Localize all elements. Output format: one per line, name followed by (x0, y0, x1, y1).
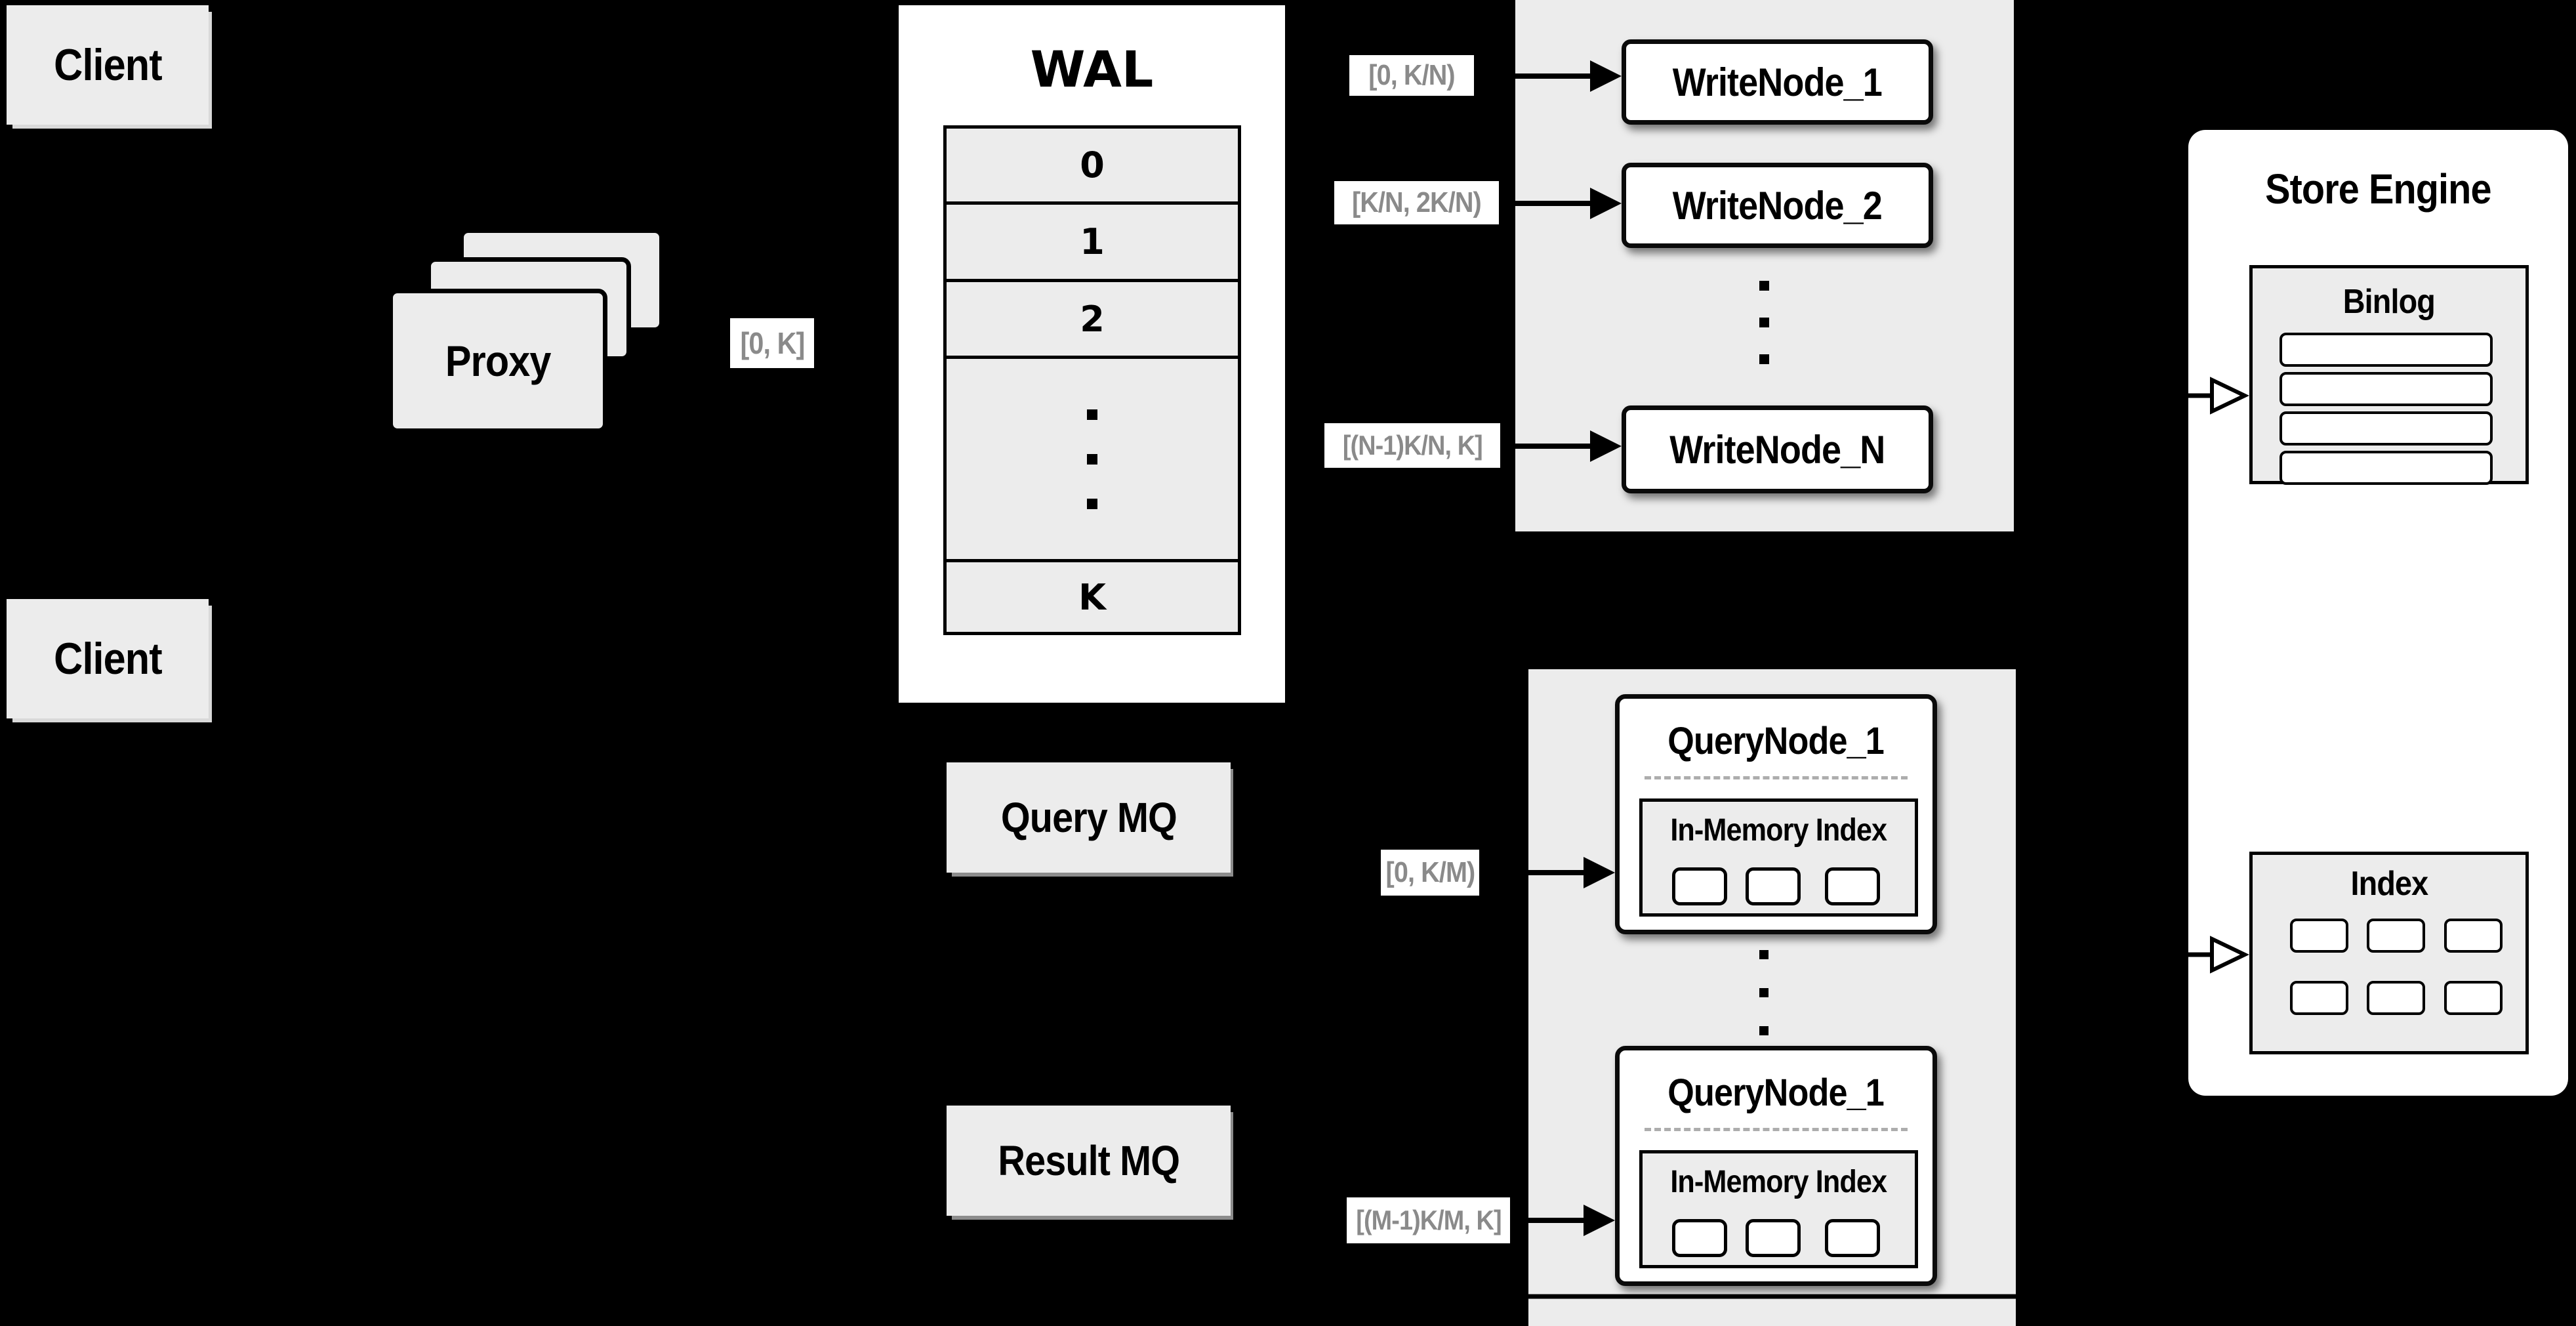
client-box-bottom: Client (7, 599, 209, 718)
ellipsis-dot (1759, 1026, 1768, 1035)
proxy-box: Proxy (388, 289, 607, 433)
proxy-label: Proxy (445, 337, 551, 385)
index-segment (1746, 1219, 1801, 1257)
wal-row-2: 2 (947, 279, 1238, 356)
store-engine-title: Store Engine (2265, 165, 2491, 213)
binlog-rows (2280, 333, 2493, 485)
binlog-segment (2280, 333, 2493, 367)
index-segment (2290, 919, 2348, 953)
ellipsis-dot (1087, 453, 1097, 465)
range-label-query-top: [0, K/M) (1381, 850, 1479, 896)
in-memory-index-title: In-Memory Index (1670, 812, 1888, 848)
index-segment (1825, 867, 1880, 905)
write-node-n: WriteNode_N (1622, 405, 1933, 493)
wal-row-0: 0 (947, 129, 1238, 201)
binlog-segment (2280, 411, 2493, 445)
query-node-bottom-title: QueryNode_1 (1667, 1071, 1885, 1114)
range-label-query-bottom: [(M-1)K/M, K] (1347, 1197, 1510, 1243)
index-segment (1672, 1219, 1727, 1257)
index-segment (2444, 981, 2503, 1015)
query-node-top-title: QueryNode_1 (1667, 719, 1885, 762)
index-segment (1672, 867, 1727, 905)
in-memory-index-box: In-Memory Index (1639, 1150, 1918, 1268)
in-memory-index-box: In-Memory Index (1639, 798, 1918, 917)
wal-row-k: K (947, 559, 1238, 632)
binlog-box: Binlog (2249, 265, 2529, 485)
wal-row-ellipsis (947, 356, 1238, 559)
write-node-cluster: WriteNode_1 WriteNode_2 WriteNode_N (1515, 0, 2014, 531)
query-node-top: QueryNode_1 In-Memory Index (1615, 694, 1937, 934)
dashed-divider (1645, 1128, 1908, 1131)
ellipsis-dot (1087, 409, 1097, 420)
range-label-write-n: [(N-1)K/N, K] (1324, 423, 1500, 468)
result-mq-box: Result MQ (947, 1106, 1231, 1216)
ellipsis-dot (1759, 318, 1769, 327)
wal-segment-table: 0 1 2 K (943, 125, 1241, 635)
index-segment (2290, 981, 2348, 1015)
query-node-bottom: QueryNode_1 In-Memory Index (1615, 1046, 1937, 1286)
store-engine-panel: Store Engine Binlog Index (2188, 130, 2568, 1096)
ellipsis-dot (1759, 988, 1768, 997)
ellipsis-dot (1759, 950, 1768, 959)
write-node-2: WriteNode_2 (1622, 163, 1933, 248)
index-segment (1825, 1219, 1880, 1257)
client-top-label: Client (53, 40, 163, 90)
index-segment (2444, 919, 2503, 953)
range-label-client-wal: [0, K] (730, 318, 814, 368)
index-box: Index (2249, 852, 2529, 1054)
wal-panel: WAL 0 1 2 K (899, 5, 1285, 703)
index-segment (2367, 919, 2425, 953)
range-label-write-2: [K/N, 2K/N) (1334, 181, 1499, 224)
index-title: Index (2350, 865, 2428, 903)
in-memory-index-title: In-Memory Index (1670, 1164, 1888, 1199)
client-box-top: Client (7, 5, 209, 125)
binlog-segment (2280, 372, 2493, 406)
ellipsis-dot (1759, 281, 1769, 291)
ellipsis-dot (1087, 498, 1097, 509)
wal-row-1: 1 (947, 201, 1238, 279)
query-node-cluster: QueryNode_1 In-Memory Index QueryNode_1 (1528, 669, 2016, 1326)
index-segment (1746, 867, 1801, 905)
index-segment (2367, 981, 2425, 1015)
dashed-divider (1645, 776, 1908, 779)
query-mq-box: Query MQ (947, 762, 1231, 873)
ellipsis-dot (1759, 354, 1769, 364)
binlog-segment (2280, 451, 2493, 485)
range-label-write-1: [0, K/N) (1349, 55, 1474, 96)
binlog-title: Binlog (2342, 283, 2436, 321)
client-bottom-label: Client (53, 634, 163, 684)
wal-title: WAL (1030, 39, 1154, 98)
write-node-1: WriteNode_1 (1622, 39, 1933, 125)
